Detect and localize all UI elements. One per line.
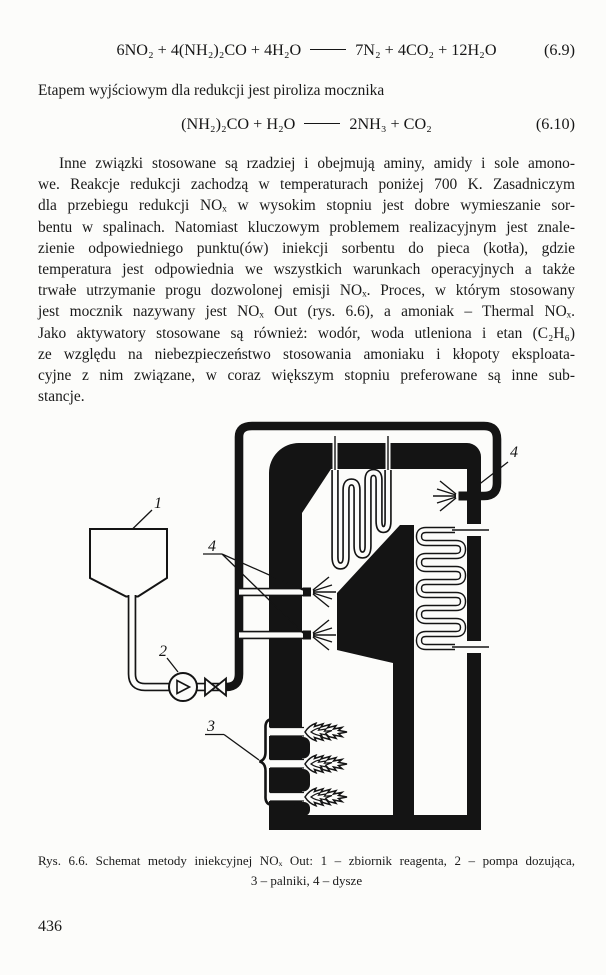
- burner-flame: [304, 722, 348, 742]
- equation-rhs: 2NH₃ + CO₂: [349, 115, 432, 133]
- equation-rhs: 7N₂ + 4CO₂ + 12H₂O: [355, 41, 497, 59]
- body-text-line: bentu w spalinach. Natomiast kluczowym p…: [38, 218, 575, 236]
- leader-lines: [132, 461, 509, 761]
- injection-spray: [312, 480, 457, 651]
- figure-label-nozzle-top: 4: [510, 444, 518, 461]
- equation-6-10: (NH₂)₂CO + H₂O 2NH₃ + CO₂ (6.10): [38, 115, 575, 134]
- figure-caption-line2: 3 – palniki, 4 – dysze: [250, 873, 363, 888]
- burner-brace: [259, 717, 273, 807]
- body-text-line: dla przebiegu redukcji NOₓ w wysokim sto…: [38, 197, 575, 215]
- figure-caption: Rys. 6.6. Schemat metody iniekcyjnej NOₓ…: [38, 851, 575, 891]
- page-number: 436: [38, 918, 62, 935]
- body-text-line: Inne związki stosowane są rzadziej i obe…: [59, 155, 575, 172]
- figure-label-burners: 3: [206, 718, 215, 735]
- body-text-line: temperatura jest odpowiednia we wszystki…: [38, 261, 575, 279]
- equation-number: (6.9): [543, 41, 575, 59]
- intro-line: Etapem wyjściowym dla redukcji jest piro…: [38, 82, 385, 99]
- body-text-line: cyjne z nim związane, w coraz większym s…: [38, 367, 575, 385]
- economizer-coil: [415, 526, 489, 651]
- burner-openings: [269, 726, 310, 816]
- figure-6-6-diagram: 1 2 4 3 4: [89, 421, 518, 830]
- body-text-line: jest mocznik nazywany jest NOₓ Out (rys.…: [38, 303, 575, 321]
- body-text-line: ze względu na niebezpieczeństwo stosowan…: [38, 345, 575, 363]
- hanger-tube: [334, 436, 389, 470]
- furnace-corner-wedge: [302, 469, 331, 513]
- reaction-arrow-icon: [304, 123, 341, 125]
- body-text-line: we. Reakcje redukcji zachodzą w temperat…: [38, 176, 575, 194]
- figure-label-nozzles: 4: [208, 538, 216, 555]
- equation-6-9: 6NO₂ + 4(NH₂)₂CO + 4H₂O 7N₂ + 4CO₂ + 12H₂…: [38, 41, 575, 60]
- reagent-tank: [89, 528, 168, 598]
- valve: [204, 676, 227, 698]
- dosing-pump: [168, 672, 198, 702]
- reagent-piping: [127, 421, 502, 692]
- furnace-nose: [337, 525, 414, 815]
- equation-number: (6.10): [535, 115, 575, 133]
- body-text-line: trwałe utrzymanie progu dozwolonej emisj…: [38, 282, 575, 300]
- figure-caption-line1: Rys. 6.6. Schemat metody iniekcyjnej NOₓ…: [38, 853, 575, 868]
- reaction-arrow-icon: [310, 49, 347, 51]
- figure-label-tank: 1: [154, 495, 162, 512]
- superheater-loops: [331, 468, 392, 570]
- body-text-line: zienie odpowiedniego punktu(ów) iniekcji…: [38, 239, 575, 257]
- equation-lhs: (NH₂)₂CO + H₂O: [181, 115, 296, 133]
- boiler-wall: [269, 443, 481, 830]
- body-text-line: Jako aktywatory stosowane są również: wo…: [38, 324, 575, 342]
- burner-flame: [304, 787, 348, 807]
- body-text-line: stancje.: [38, 388, 85, 406]
- main-paragraph: Inne związki stosowane są rzadziej i obe…: [38, 153, 575, 407]
- figure-label-pump: 2: [159, 643, 167, 660]
- injection-nozzles: [303, 480, 468, 651]
- burner-flame: [304, 754, 348, 774]
- equation-lhs: 6NO₂ + 4(NH₂)₂CO + 4H₂O: [116, 41, 302, 59]
